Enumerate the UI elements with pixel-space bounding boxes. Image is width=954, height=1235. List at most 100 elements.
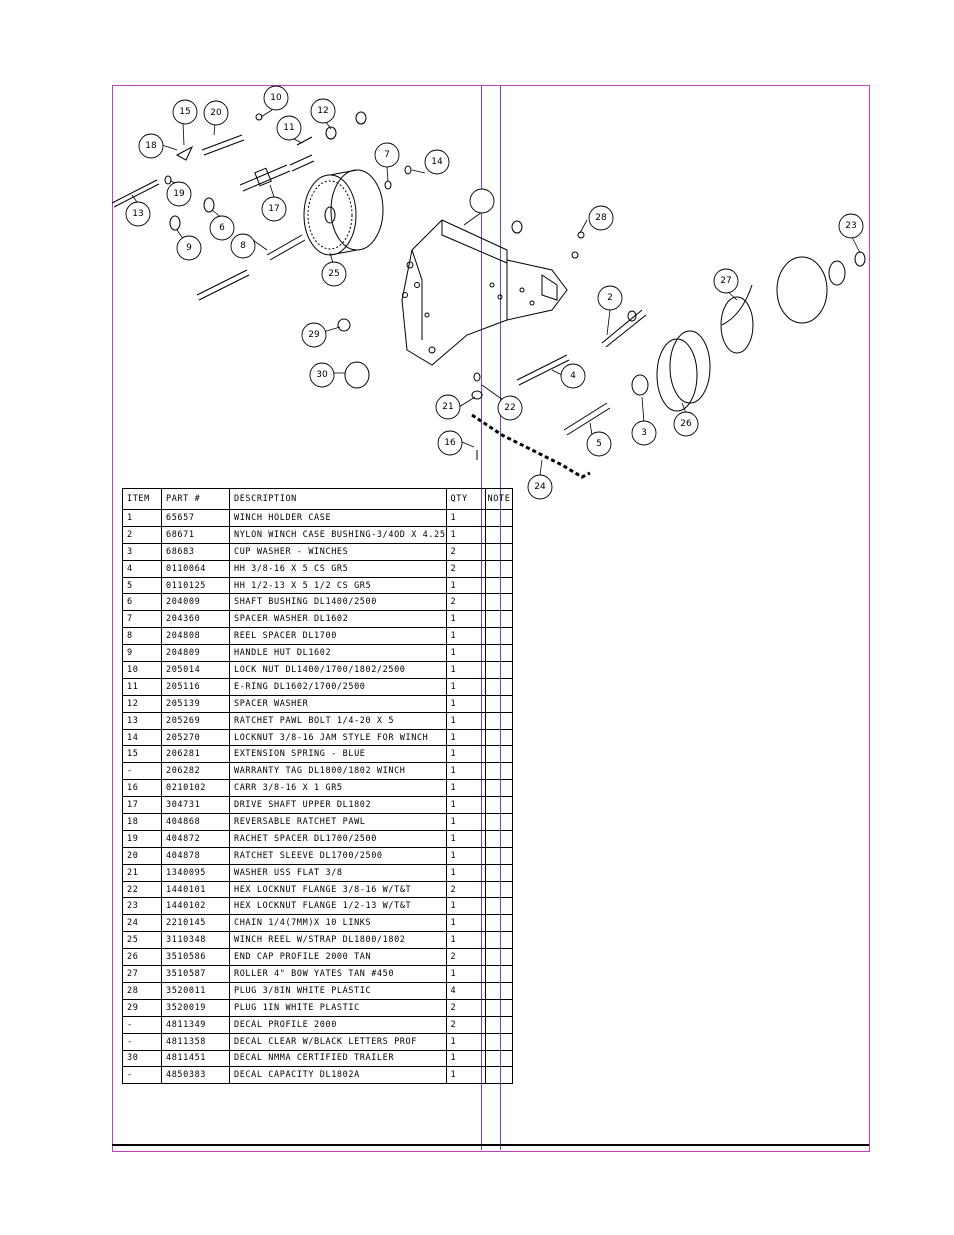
header-item: ITEM bbox=[122, 488, 162, 510]
cell-description: DECAL PROFILE 2000 bbox=[229, 1015, 447, 1034]
callout-label: 5 bbox=[596, 439, 602, 449]
cell-note bbox=[484, 610, 513, 629]
cell-part-number: 205014 bbox=[161, 661, 230, 679]
cell-note bbox=[484, 1015, 513, 1034]
cell-part-number: 1440102 bbox=[161, 897, 230, 916]
callout-label: 26 bbox=[680, 419, 692, 429]
cell-description: SPACER WASHER DL1602 bbox=[229, 610, 447, 629]
cell-qty: 1 bbox=[445, 897, 486, 916]
cell-note bbox=[484, 948, 513, 967]
callout-label: 20 bbox=[210, 108, 222, 118]
cell-item: 20 bbox=[122, 846, 162, 865]
cell-part-number: 4850383 bbox=[161, 1066, 230, 1085]
cell-description: HANDLE HUT DL1602 bbox=[229, 644, 447, 663]
cell-description: RATCHET PAWL BOLT 1/4-20 X 5 bbox=[229, 711, 447, 730]
winch-reel bbox=[303, 169, 384, 256]
cell-description: WINCH HOLDER CASE bbox=[229, 509, 447, 527]
cell-qty: 1 bbox=[445, 728, 486, 747]
cell-description: HH 3/8-16 X 5 CS GR5 bbox=[229, 559, 447, 578]
cell-description: SHAFT BUSHING DL1400/2500 bbox=[229, 593, 447, 612]
callout-label: 13 bbox=[132, 209, 143, 219]
cell-item: 3 bbox=[122, 542, 162, 561]
header-description: DESCRIPTION bbox=[229, 488, 447, 510]
cell-note bbox=[484, 796, 513, 815]
shaft-upper bbox=[296, 136, 313, 146]
cell-part-number: 205116 bbox=[161, 677, 230, 696]
cell-note bbox=[484, 1049, 513, 1068]
cell-note bbox=[484, 779, 513, 798]
rachet-spacer bbox=[164, 175, 172, 185]
cell-part-number: 0110125 bbox=[161, 576, 230, 595]
cell-part-number: 4811349 bbox=[161, 1015, 230, 1034]
cell-item: 13 bbox=[122, 711, 162, 730]
cell-qty: 1 bbox=[445, 796, 486, 815]
cell-qty: 2 bbox=[445, 948, 486, 967]
cell-description: HH 1/2-13 X 5 1/2 CS GR5 bbox=[229, 576, 447, 595]
cell-description: HEX LOCKNUT FLANGE 3/8-16 W/T&T bbox=[229, 880, 447, 899]
callout-label: 27 bbox=[720, 276, 731, 286]
cell-qty: 1 bbox=[445, 813, 486, 831]
cell-item: 16 bbox=[122, 779, 162, 798]
cell-qty: 1 bbox=[445, 509, 486, 527]
shaft-bushing bbox=[203, 197, 215, 213]
cell-note bbox=[484, 559, 513, 578]
cell-description: ROLLER 4" BOW YATES TAN #450 bbox=[229, 965, 447, 983]
cell-qty: 1 bbox=[445, 1066, 486, 1085]
cell-part-number: 3510587 bbox=[161, 965, 230, 983]
chain bbox=[471, 413, 591, 479]
header-part-number: PART # bbox=[161, 488, 230, 510]
cell-item: 27 bbox=[122, 965, 162, 983]
callout-label: 29 bbox=[308, 330, 320, 340]
cell-part-number: 204809 bbox=[161, 644, 230, 663]
cell-part-number: 204009 bbox=[161, 593, 230, 612]
callout-label: 8 bbox=[240, 241, 246, 251]
cell-item: 23 bbox=[122, 897, 162, 916]
spacer-washer-small bbox=[384, 180, 392, 190]
cell-note bbox=[484, 576, 513, 595]
cell-item: - bbox=[122, 1066, 162, 1085]
cell-qty: 2 bbox=[445, 998, 486, 1017]
cell-qty: 1 bbox=[445, 846, 486, 865]
cell-description: SPACER WASHER bbox=[229, 694, 447, 713]
cell-part-number: 205270 bbox=[161, 728, 230, 747]
cell-part-number: 68671 bbox=[161, 525, 230, 544]
bushing-right bbox=[511, 220, 523, 234]
cell-description: REEL SPACER DL1700 bbox=[229, 627, 447, 646]
callout-label: 22 bbox=[504, 403, 515, 413]
cell-note bbox=[484, 593, 513, 612]
cell-description: EXTENSION SPRING - BLUE bbox=[229, 745, 447, 764]
cell-note bbox=[484, 931, 513, 950]
cell-qty: 1 bbox=[445, 779, 486, 798]
plug-small bbox=[337, 318, 351, 332]
reel-bolt bbox=[196, 269, 248, 296]
cell-part-number: 65657 bbox=[161, 509, 230, 527]
cell-note bbox=[484, 863, 513, 882]
cell-item: 9 bbox=[122, 644, 162, 663]
cell-note bbox=[484, 728, 513, 747]
cell-note bbox=[484, 661, 513, 679]
cell-part-number: 205139 bbox=[161, 694, 230, 713]
cell-note bbox=[484, 880, 513, 899]
cell-item: 4 bbox=[122, 559, 162, 578]
cell-qty: 1 bbox=[445, 914, 486, 933]
cell-note bbox=[484, 846, 513, 865]
